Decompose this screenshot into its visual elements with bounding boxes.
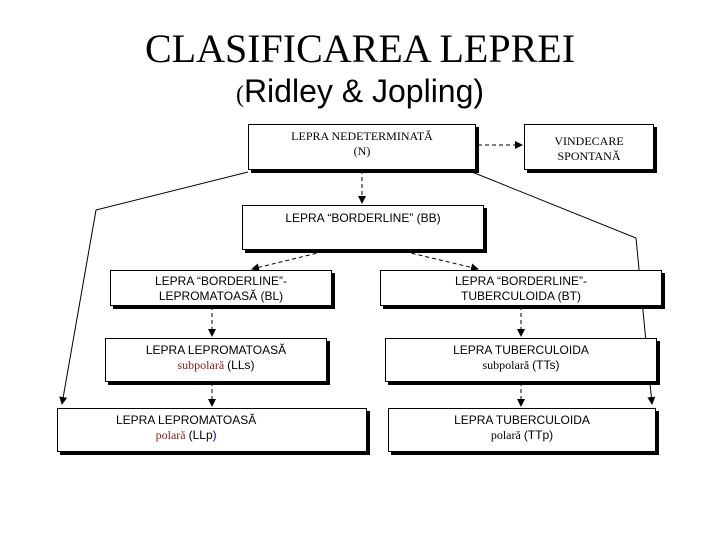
- box-label: LEPRA “BORDERLINE”-: [454, 274, 588, 288]
- arrow-bb-bt: [390, 244, 479, 272]
- box-code: (LLs): [227, 358, 255, 372]
- subtitle-text: Ridley & Jopling): [243, 73, 485, 109]
- box-label: LEPRA NEDETERMINATĂ: [291, 129, 433, 143]
- box-lepra-borderline-bb: LEPRA “BORDERLINE” (BB): [242, 205, 484, 250]
- box-lepra-lepromatoasa-polara: LEPRA LEPROMATOASĂ polară (LLp): [57, 408, 367, 452]
- box-code: (N): [353, 144, 371, 158]
- arrow-bb-bl: [251, 244, 338, 272]
- box-qualifier: subpolară: [177, 358, 225, 372]
- box-code: (TTs): [532, 358, 560, 372]
- subtitle-open-paren: (: [235, 82, 244, 108]
- box-lepra-tuberculoida-subpolara: LEPRA TUBERCULOIDA subpolară (TTs): [385, 338, 657, 382]
- box-label: LEPRA “BORDERLINE”-: [154, 274, 288, 288]
- box-label: LEPRA TUBERCULOIDA: [454, 413, 590, 427]
- box-label: LEPRA LEPROMATOASĂ: [116, 413, 257, 427]
- box-label: LEPROMATOASĂ (BL): [158, 289, 284, 303]
- box-label: LEPRA LEPROMATOASĂ: [145, 343, 287, 357]
- box-label: LEPRA “BORDERLINE” (BB): [285, 211, 441, 225]
- box-vindecare-spontana: VINDECARE SPONTANĂ: [524, 124, 654, 170]
- box-qualifier: subpolară: [482, 358, 530, 372]
- box-lepra-borderline-lepromatoasa: LEPRA “BORDERLINE”- LEPROMATOASĂ (BL): [110, 270, 332, 306]
- line-n-left: [95, 171, 249, 211]
- page-subtitle: (Ridley & Jopling): [0, 72, 720, 114]
- box-qualifier: polară: [155, 428, 186, 442]
- box-lepra-tuberculoida-polara: LEPRA TUBERCULOIDA polară (TTp): [388, 408, 656, 452]
- box-lepra-nedeterminata: LEPRA NEDETERMINATĂ (N): [248, 124, 476, 170]
- box-label: LEPRA TUBERCULOIDA: [453, 343, 589, 357]
- arrow-left-outer: [59, 209, 97, 405]
- box-code: (TTp): [523, 428, 554, 442]
- box-qualifier: polară: [490, 428, 521, 442]
- box-code-close: ): [212, 428, 217, 442]
- line-n-right: [471, 171, 637, 239]
- box-label: SPONTANĂ: [557, 149, 621, 163]
- page-title: CLASIFICAREA LEPREI: [144, 26, 576, 71]
- box-label: VINDECARE: [554, 134, 624, 148]
- box-lepra-lepromatoasa-subpolara: LEPRA LEPROMATOASĂ subpolară (LLs): [105, 338, 327, 382]
- box-label: TUBERCULOIDA (BT): [460, 289, 581, 303]
- box-code: (LLp: [188, 428, 213, 442]
- box-lepra-borderline-tuberculoida: LEPRA “BORDERLINE”- TUBERCULOIDA (BT): [380, 270, 662, 306]
